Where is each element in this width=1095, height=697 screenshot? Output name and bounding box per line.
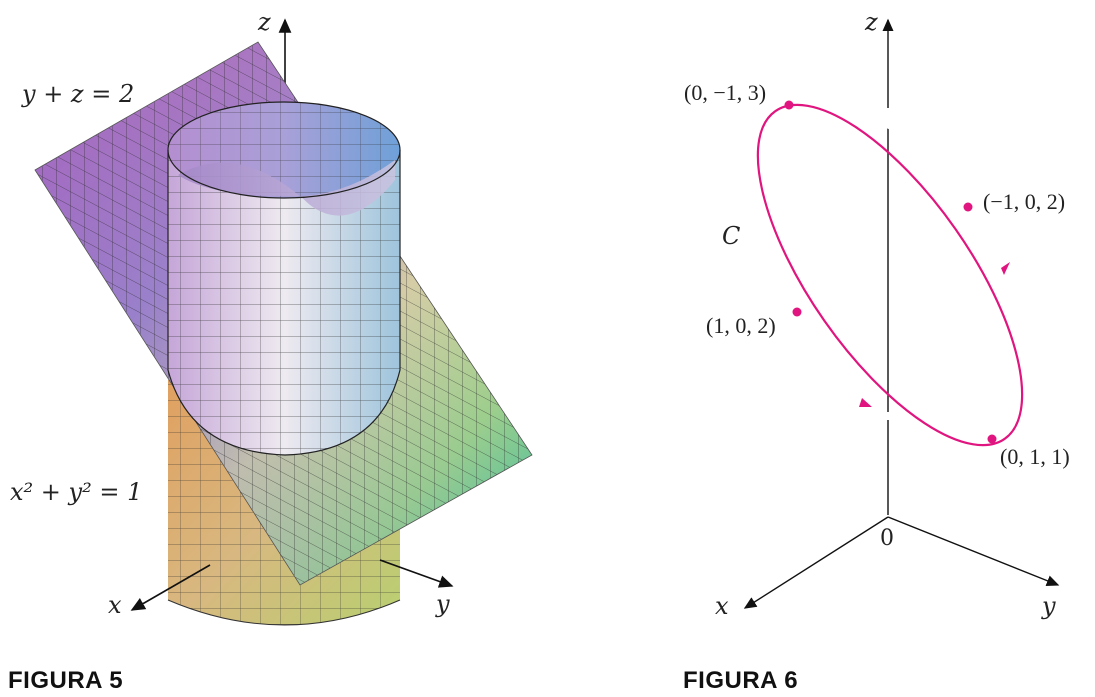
figure-6: z x y 0 (0, −1, 3) (−1, 0, 2) (1, 0, 2) …: [683, 8, 1070, 694]
curve-c-label: C: [722, 222, 740, 250]
point-b-label: (−1, 0, 2): [983, 189, 1065, 214]
curve-c: [756, 103, 1024, 447]
point-b-dot: [963, 202, 973, 212]
fig6-y-axis: [887, 516, 1060, 587]
fig5-y-label: y: [435, 590, 450, 618]
fig5-y-axis: [379, 559, 454, 588]
fig6-z-label: z: [864, 8, 878, 36]
cylinder-equation-label: x² + y² = 1: [10, 478, 142, 506]
point-d-dot: [987, 434, 997, 444]
point-d-label: (0, 1, 1): [1000, 444, 1070, 469]
figure-6-caption: FIGURA 6: [683, 667, 798, 694]
fig6-x-label: x: [715, 592, 729, 620]
plane-equation-label: y + z = 2: [21, 80, 134, 108]
fig5-x-label: x: [108, 591, 122, 619]
point-c-dot: [792, 307, 802, 317]
curve-arrow-right: [1001, 262, 1010, 275]
point-a-label: (0, −1, 3): [684, 80, 766, 105]
fig6-y-label: y: [1041, 592, 1056, 620]
upper-cylinder: [167, 101, 401, 456]
fig6-x-axis: [743, 516, 889, 609]
fig5-x-axis: [130, 564, 211, 611]
fig6-origin-label: 0: [880, 526, 894, 551]
figure-5: z x y y + z = 2: [8, 8, 533, 694]
curve-gap: [878, 119, 898, 133]
point-a-dot: [784, 100, 794, 110]
point-c-label: (1, 0, 2): [706, 313, 776, 338]
curve-arrow-lower: [859, 398, 872, 407]
figure-5-caption: FIGURA 5: [8, 667, 123, 694]
fig5-z-label: z: [257, 8, 271, 36]
